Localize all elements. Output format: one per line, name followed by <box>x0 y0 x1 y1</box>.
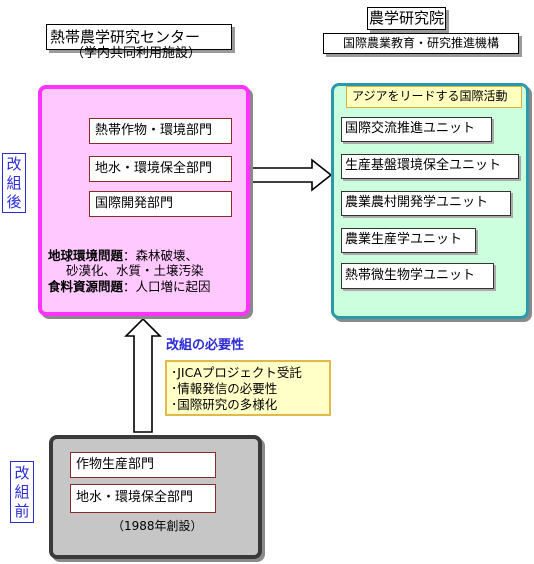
before-department: 地水・環境保全部門 <box>70 484 216 513</box>
institute-unit: 国際交流推進ユニット <box>341 117 492 142</box>
institute-unit: 農業生産学ユニット <box>341 228 476 253</box>
food-issue-text: ：人口増に起因 <box>123 279 211 294</box>
food-issue-label: 食料資源問題 <box>48 279 124 294</box>
institute-unit: 農業農村開発学ユニット <box>341 191 511 216</box>
after-reorg-label: 改組後 <box>2 153 26 213</box>
reason-item: ･JICAプロジェクト受託 <box>171 365 302 380</box>
reorg-need-title: 改組の必要性 <box>166 338 245 353</box>
before-reorg-label: 改組前 <box>10 461 34 523</box>
reason-item: ･国際研究の多様化 <box>171 397 278 412</box>
env-issue-line: 地球環境問題：森林破壊、 <box>48 248 198 263</box>
center-subtitle: （学内共同利用施設） <box>71 46 202 61</box>
after-department: 国際開発部門 <box>89 191 232 217</box>
reorg-reasons-box: ･JICAプロジェクト受託 ･情報発信の必要性 ･国際研究の多様化 <box>165 360 331 416</box>
env-issue-continuation: 砂漠化、水質・土壌汚染 <box>66 263 204 278</box>
institute-unit: 熱帯微生物学ユニット <box>341 263 494 289</box>
food-issue-line: 食料資源問題：人口増に起因 <box>48 279 211 294</box>
reason-item: ･情報発信の必要性 <box>171 381 278 396</box>
founded-note: （1988年創設） <box>112 519 203 533</box>
center-title: 熱帯農学研究センター <box>46 24 232 50</box>
institute-unit: 生産基盤環境保全ユニット <box>341 154 519 179</box>
institute-title: 農学研究院 <box>367 7 446 30</box>
right-arrow <box>251 158 333 192</box>
institute-subtitle: 国際農業教育・研究推進機構 <box>323 33 519 54</box>
before-department: 作物生産部門 <box>70 452 216 478</box>
env-issue-text: ：森林破壊、 <box>123 248 199 263</box>
after-department: 地水・環境保全部門 <box>89 156 232 182</box>
after-department: 熱帯作物・環境部門 <box>89 118 232 144</box>
activity-tag: アジアをリードする国際活動 <box>346 86 522 108</box>
env-issue-label: 地球環境問題 <box>48 248 124 263</box>
up-arrow <box>124 317 162 433</box>
